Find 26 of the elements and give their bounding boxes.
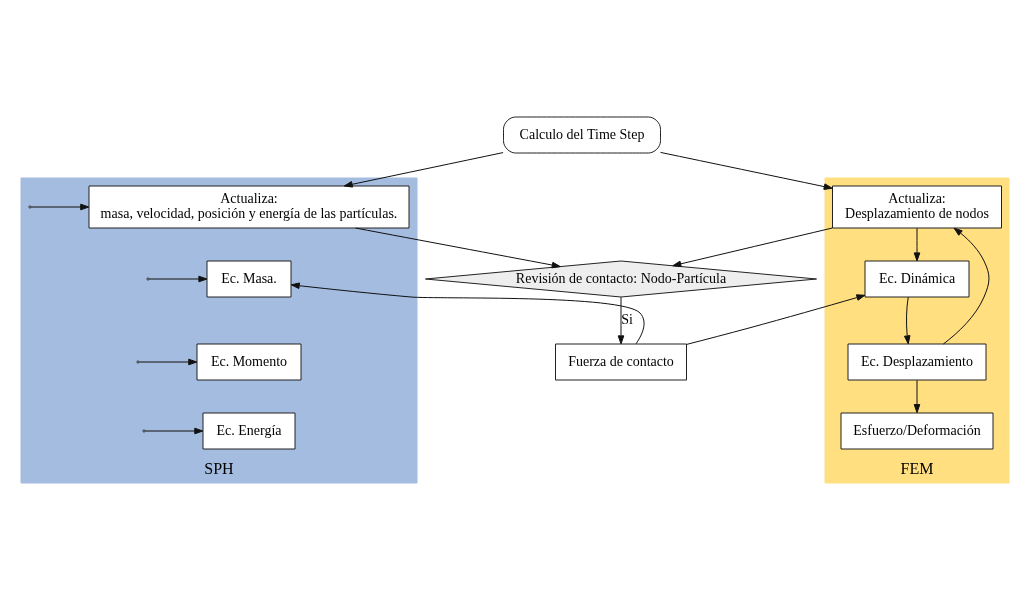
arrow [672, 227, 833, 267]
node-box: Calculo del Time Step [503, 116, 661, 153]
arrow [686, 293, 866, 345]
node-box: Actualiza: Desplazamiento de nodos [832, 185, 1002, 228]
node-box: Ec. Momento [196, 343, 302, 380]
node-box: Esfuerzo/Deformación [840, 412, 994, 449]
node-box: Actualiza: masa, velocidad, posición y energía de las partículas. [88, 185, 410, 228]
arrow [913, 227, 921, 261]
node-box: Fuerza de contacto [555, 343, 687, 380]
arrow [660, 151, 833, 190]
arrow [290, 281, 645, 344]
arrow [138, 358, 198, 365]
arrow [30, 203, 90, 210]
node-box: Ec. Masa. [206, 260, 292, 297]
arrow [942, 227, 990, 344]
edge-label: Si [621, 311, 633, 327]
arrow [355, 227, 561, 268]
arrow [148, 275, 208, 282]
node-box: Ec. Dinámica [864, 260, 970, 297]
arrow [343, 151, 504, 188]
arrow [617, 296, 625, 344]
arrow [144, 427, 204, 434]
arrow [903, 296, 911, 344]
node-box: Ec. Desplazamiento [847, 343, 987, 380]
arrow [913, 379, 921, 413]
node-box: Ec. Energía [202, 412, 296, 449]
